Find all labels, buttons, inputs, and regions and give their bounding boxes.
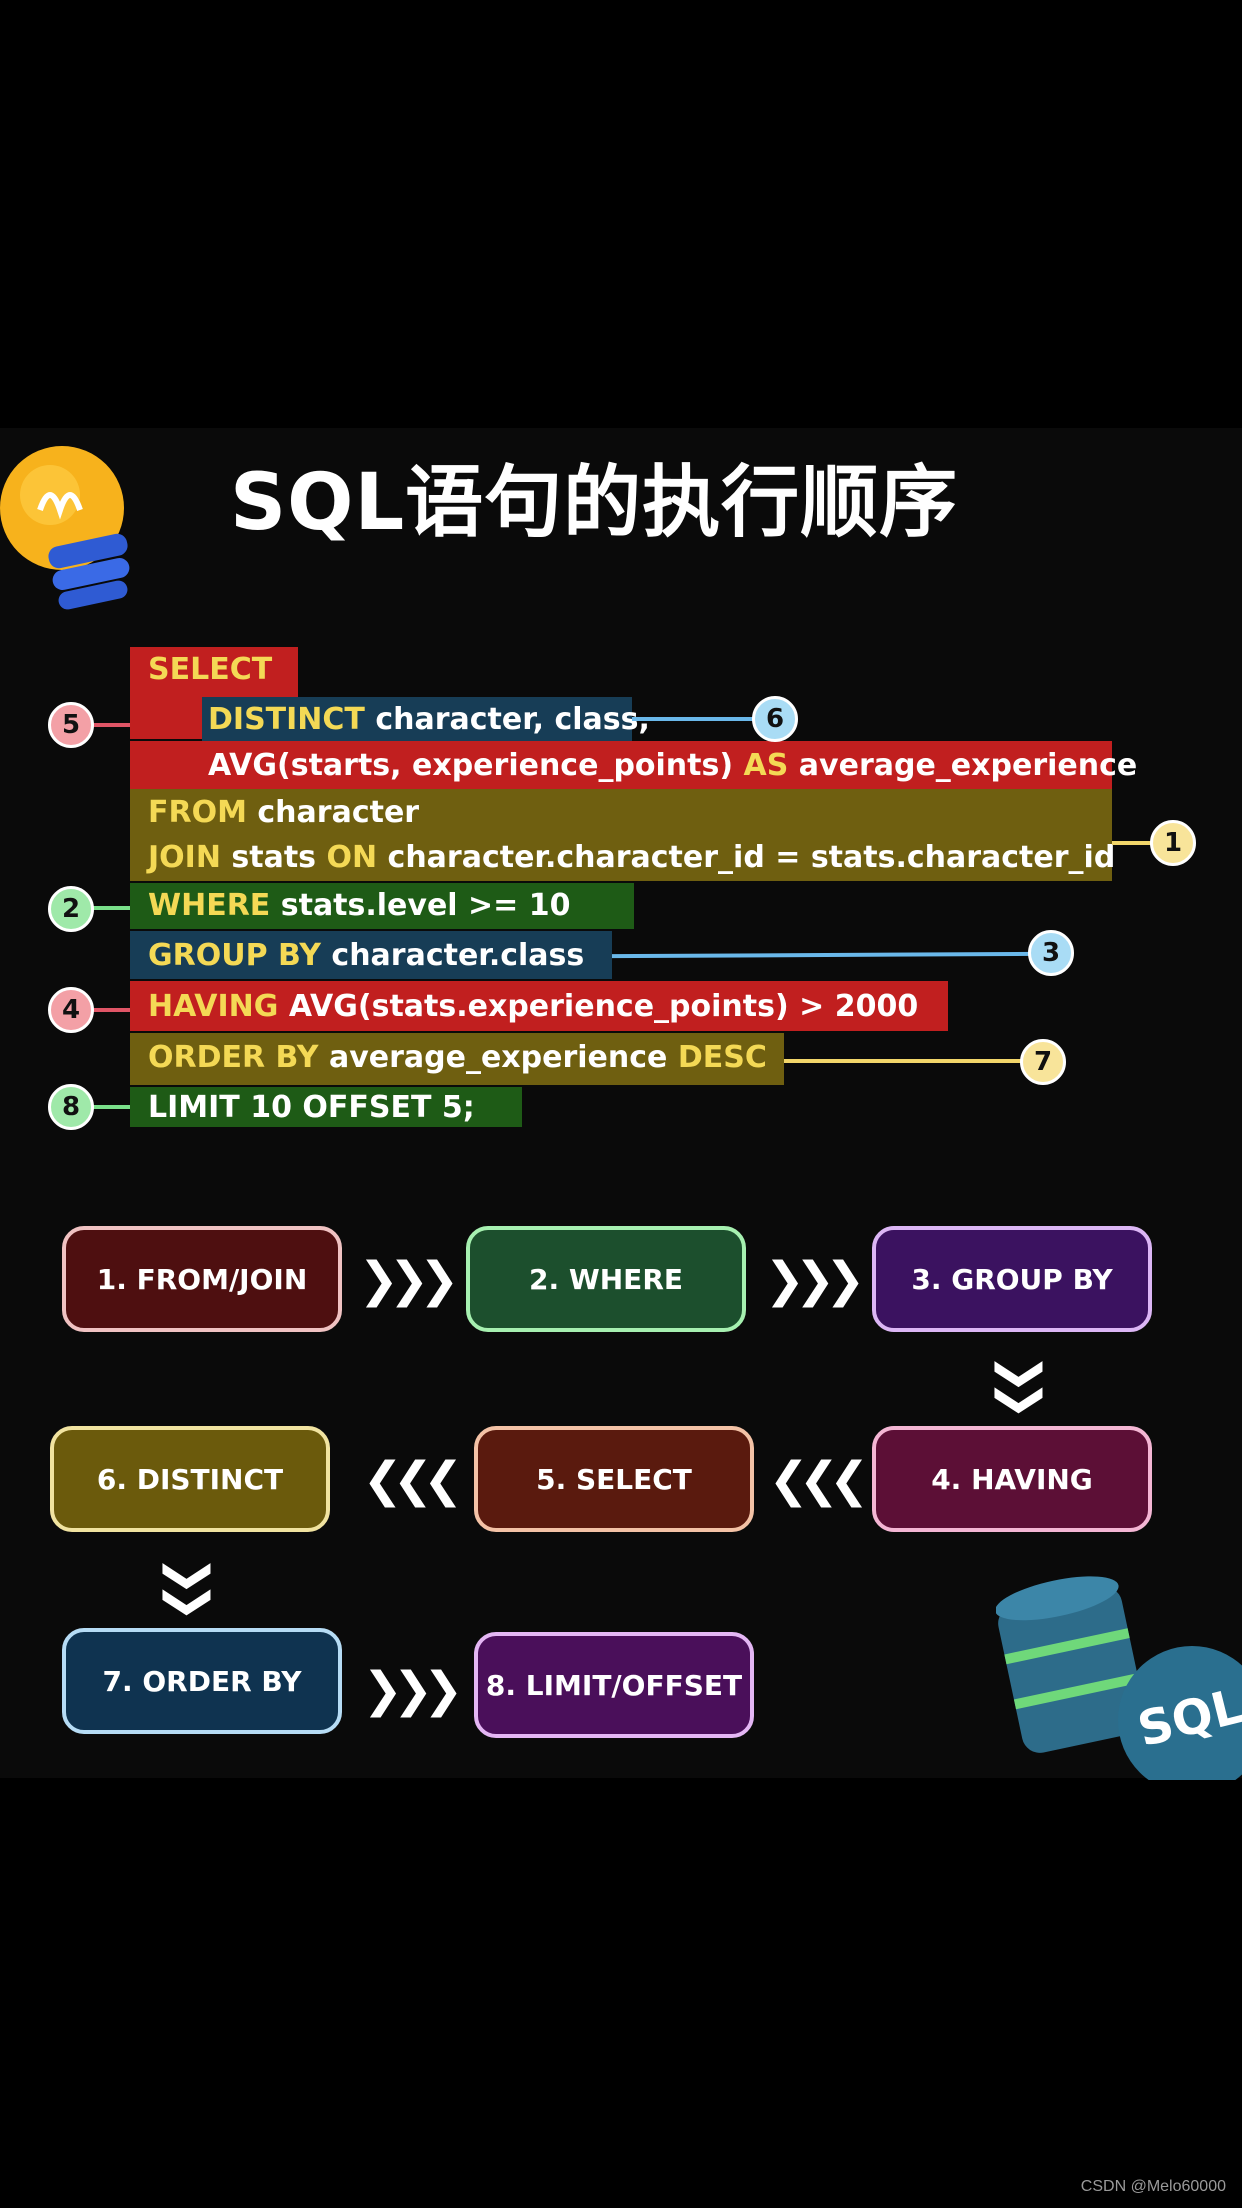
arrow-down-1: ❯❯ [994,1353,1050,1407]
having-block [130,981,948,1031]
arrow-left-1: ❮❮❮ [768,1452,870,1508]
join-keyword: JOIN [148,840,221,875]
having-keyword: HAVING [148,989,279,1024]
from-keyword: FROM [148,795,247,830]
having-line: HAVING AVG(stats.experience_points) > 20… [148,989,918,1024]
group-block [130,931,612,979]
where-keyword: WHERE [148,888,271,923]
from-line: FROM character [148,795,419,830]
select-block [130,647,298,697]
select-keyword: SELECT [148,652,273,687]
watermark: CSDN @Melo60000 [1080,2178,1226,2195]
distinct-columns: character, class, [364,702,650,737]
badge-select: 5 [48,702,94,748]
badge-from: 1 [1150,820,1196,866]
group-keyword: GROUP BY [148,938,321,973]
flow-step-from-join: 1. FROM/JOIN [62,1226,342,1332]
having-condition: AVG(stats.experience_points) > 2000 [278,989,919,1024]
lightbulb-icon [0,446,130,610]
from-join-block [130,789,1112,881]
arrow-left-2: ❮❮❮ [362,1452,464,1508]
select-connector [90,723,130,727]
where-condition: stats.level >= 10 [270,888,571,923]
badge-where: 2 [48,886,94,932]
avg-expression: AVG(starts, experience_points) [208,748,744,783]
distinct-connector [632,717,758,721]
where-line: WHERE stats.level >= 10 [148,888,571,923]
flow-step-limit-offset: 8. LIMIT/OFFSET [474,1632,754,1738]
page-title: SQL语句的执行顺序 [230,458,959,548]
where-connector [90,906,130,910]
flow-step-group-by: 3. GROUP BY [872,1226,1152,1332]
avg-alias: average_experience [788,748,1138,783]
badge-distinct: 6 [752,696,798,742]
desc-keyword: DESC [677,1040,767,1075]
distinct-line: DISTINCT character, class, [208,702,650,737]
group-line: GROUP BY character.class [148,938,584,973]
flow-step-where: 2. WHERE [466,1226,746,1332]
join-line: JOIN stats ON character.character_id = s… [148,840,1115,875]
select-block-left [130,697,202,739]
sql-database-icon: SQL [996,1576,1242,1780]
join-condition: character.character_id = stats.character… [377,840,1116,875]
from-connector [1112,841,1156,845]
flow-step-order-by: 7. ORDER BY [62,1628,342,1734]
limit-connector [90,1105,130,1109]
badge-group: 3 [1028,930,1074,976]
flow-step-select: 5. SELECT [474,1426,754,1532]
badge-limit: 8 [48,1084,94,1130]
arrow-down-2: ❯❯ [162,1555,218,1609]
badge-having: 4 [48,987,94,1033]
join-table: stats [220,840,327,875]
as-keyword: AS [743,748,789,783]
arrow-right-1: ❯❯❯ [358,1252,460,1308]
flow-step-having: 4. HAVING [872,1426,1152,1532]
flow-step-distinct: 6. DISTINCT [50,1426,330,1532]
limit-block [130,1087,522,1127]
avg-block [130,741,1112,789]
order-keyword: ORDER BY [148,1040,319,1075]
distinct-block [202,697,632,741]
limit-line: LIMIT 10 OFFSET 5; [148,1090,475,1125]
order-connector [784,1059,1024,1063]
badge-order: 7 [1020,1039,1066,1085]
on-keyword: ON [326,840,378,875]
order-line: ORDER BY average_experience DESC [148,1040,767,1075]
avg-line: AVG(starts, experience_points) AS averag… [208,748,1137,783]
distinct-keyword: DISTINCT [208,702,365,737]
having-connector [90,1008,130,1012]
arrow-right-3: ❯❯❯ [362,1662,464,1718]
order-block [130,1033,784,1085]
order-column: average_experience [318,1040,678,1075]
group-column: character.class [320,938,585,973]
arrow-right-2: ❯❯❯ [764,1252,866,1308]
from-table: character [246,795,420,830]
where-block [130,883,634,929]
